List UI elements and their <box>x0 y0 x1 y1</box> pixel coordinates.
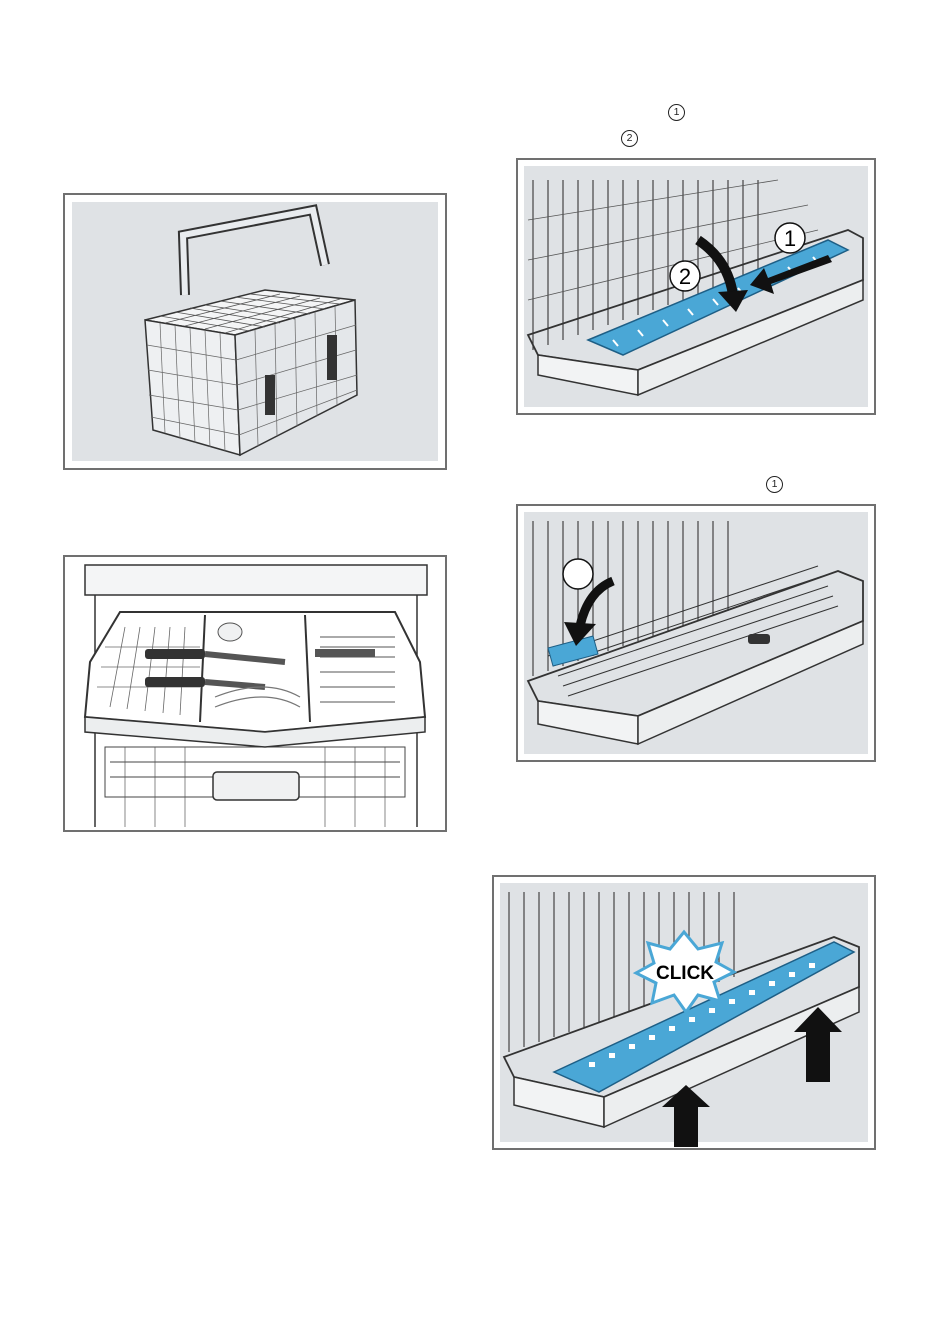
cutlery-basket-figure <box>63 193 447 470</box>
cutlery-drawer-figure <box>63 555 447 832</box>
rack-insert-icon: 1 2 <box>518 160 874 413</box>
remove-rack-insert-figure: 1 2 <box>516 158 876 415</box>
callout-1: 1 <box>784 226 796 251</box>
cutlery-basket-icon <box>65 195 445 468</box>
click-insert-icon: CLICK <box>494 877 874 1148</box>
fold-rack-insert-figure <box>516 504 876 762</box>
step-marker-1: 1 <box>668 104 685 121</box>
click-label: CLICK <box>656 963 714 984</box>
fold-insert-icon <box>518 506 874 760</box>
cutlery-drawer-icon <box>65 557 445 830</box>
callout-2: 2 <box>679 264 691 289</box>
reinsert-rack-figure: CLICK <box>492 875 876 1150</box>
step-marker-2: 2 <box>621 130 638 147</box>
step-marker-1-fold: 1 <box>766 476 783 493</box>
